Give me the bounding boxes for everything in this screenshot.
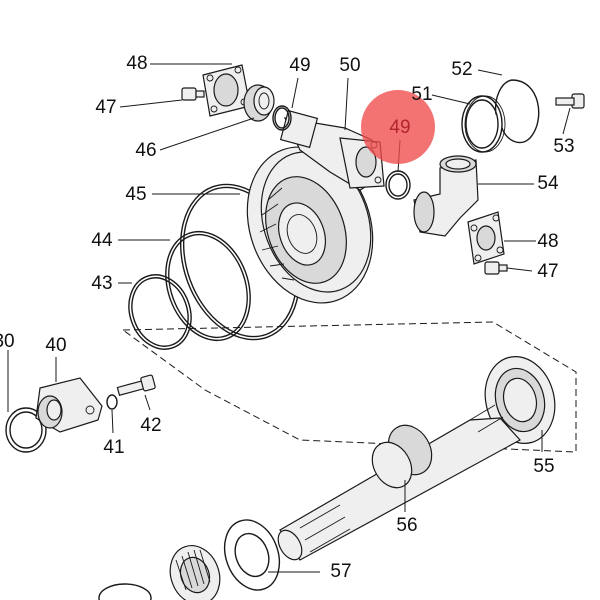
label-55[interactable]: 55 xyxy=(533,456,554,477)
needle-bearing xyxy=(169,545,221,600)
leader-lines xyxy=(7,63,571,573)
label-30[interactable]: 30 xyxy=(0,331,15,352)
flange-48-upper xyxy=(202,64,251,117)
o-ring-49-highlighted xyxy=(385,170,411,200)
label-48-upper[interactable]: 48 xyxy=(126,53,147,74)
o-ring-49-upper xyxy=(272,105,292,131)
label-40[interactable]: 40 xyxy=(45,335,66,356)
bracket-40 xyxy=(35,377,103,433)
label-47-upper[interactable]: 47 xyxy=(95,97,116,118)
label-45[interactable]: 45 xyxy=(125,184,146,205)
o-ring-43 xyxy=(128,274,192,350)
housing-50 xyxy=(246,109,385,304)
label-43[interactable]: 43 xyxy=(91,273,112,294)
bolt-47-lower xyxy=(484,261,508,275)
bolt-47-upper xyxy=(181,87,205,101)
label-57[interactable]: 57 xyxy=(330,561,351,582)
ring-51 xyxy=(461,95,506,153)
part-labels: 48 49 50 47 46 51 52 53 49 54 45 44 48 4… xyxy=(0,53,575,582)
label-48-lower[interactable]: 48 xyxy=(537,231,558,252)
fitting-46 xyxy=(243,84,275,122)
highlight-marker[interactable] xyxy=(361,90,435,164)
bearing-55 xyxy=(484,355,556,445)
label-49-upper[interactable]: 49 xyxy=(289,55,310,76)
screw-53 xyxy=(555,93,585,109)
label-56[interactable]: 56 xyxy=(396,515,417,536)
elbow-54 xyxy=(413,155,479,237)
bolt-42 xyxy=(116,374,156,396)
label-42[interactable]: 42 xyxy=(140,415,161,436)
flange-48-lower xyxy=(467,211,505,265)
circlip-52 xyxy=(494,79,540,144)
label-54[interactable]: 54 xyxy=(537,173,559,194)
o-ring-30 xyxy=(5,407,47,453)
washer-41 xyxy=(106,394,118,410)
assembly-outline xyxy=(121,321,577,453)
o-ring-44 xyxy=(165,230,251,342)
shaft-56 xyxy=(277,404,521,561)
label-41[interactable]: 41 xyxy=(103,437,124,458)
label-44[interactable]: 44 xyxy=(91,230,113,251)
ring-bottom-left xyxy=(98,583,152,600)
label-53[interactable]: 53 xyxy=(553,136,574,157)
label-50[interactable]: 50 xyxy=(339,55,360,76)
label-47-lower[interactable]: 47 xyxy=(537,261,558,282)
label-51[interactable]: 51 xyxy=(411,84,432,105)
label-46[interactable]: 46 xyxy=(135,140,156,161)
label-49-highlighted[interactable]: 49 xyxy=(389,117,410,138)
label-52[interactable]: 52 xyxy=(451,59,472,80)
washer-57 xyxy=(223,519,281,591)
